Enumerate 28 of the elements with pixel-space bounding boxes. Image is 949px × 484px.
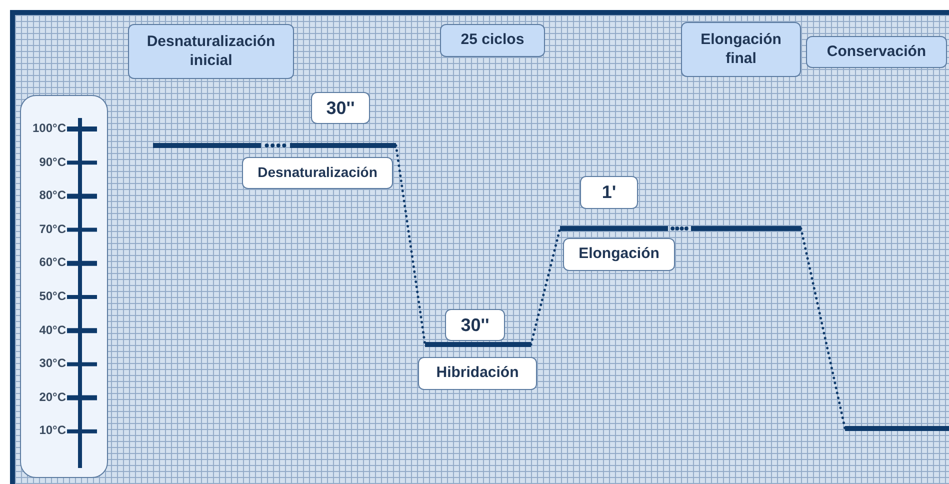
temperature-label: 20°C — [38, 390, 66, 403]
transition-line — [530, 227, 562, 346]
temperature-label: 90°C — [38, 156, 66, 168]
temperature-label: 40°C — [38, 324, 66, 336]
scale-panel — [20, 95, 108, 478]
plateau-line — [845, 426, 949, 431]
duration-label: 30'' — [311, 92, 370, 124]
phase-label: Elongación final — [681, 22, 801, 77]
step-label: Desnaturalización — [242, 157, 393, 189]
plateau-line — [560, 226, 801, 231]
phase-label: Desnaturalización inicial — [128, 24, 294, 79]
temperature-label: 70°C — [38, 222, 66, 235]
temperature-label: 100°C — [32, 122, 66, 134]
temperature-label: 60°C — [38, 256, 66, 268]
temperature-label: 80°C — [38, 189, 66, 202]
transition-line — [800, 227, 846, 430]
temperature-label: 30°C — [38, 357, 66, 370]
temperature-label: 50°C — [38, 290, 66, 302]
temperature-label: 10°C — [38, 424, 66, 436]
step-label: Elongación — [563, 238, 675, 271]
step-label: Hibridación — [418, 357, 537, 390]
plateau-line — [425, 342, 531, 347]
plateau-line — [153, 143, 396, 148]
phase-label: Conservación — [806, 36, 947, 68]
transition-line — [394, 144, 426, 346]
duration-label: 30'' — [445, 309, 505, 341]
cycle-label: 25 ciclos — [440, 24, 545, 57]
duration-label: 1' — [580, 176, 638, 209]
